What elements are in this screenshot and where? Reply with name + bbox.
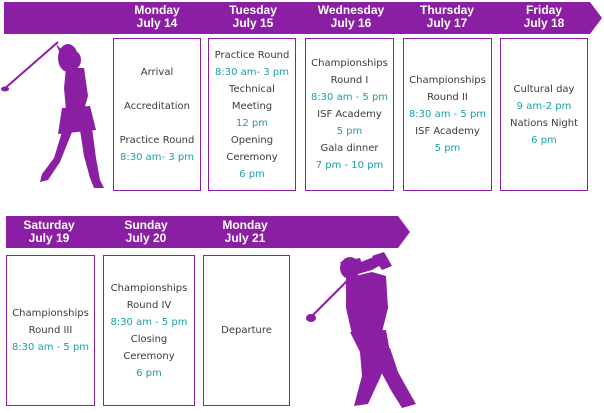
schedule-box-monday-21: Departure xyxy=(203,255,290,406)
event-time: 9 am-2 pm xyxy=(516,100,572,112)
event-title: Meeting xyxy=(231,100,273,112)
event-time: 8:30 am- 3 pm xyxy=(120,151,194,163)
day-date: July 14 xyxy=(136,16,178,30)
event-title: Nations Night xyxy=(509,117,579,129)
week2-banner xyxy=(6,216,410,248)
day-name: Monday xyxy=(222,218,268,232)
event-time: 8:30 am- 3 pm xyxy=(215,66,289,78)
day-name: Monday xyxy=(134,3,180,17)
day-header-sunday-20: Sunday July 20 xyxy=(96,219,196,245)
event-title: Championships xyxy=(409,75,486,86)
day-header-tuesday-15: Tuesday July 15 xyxy=(203,4,303,30)
day-name: Tuesday xyxy=(229,3,277,17)
day-header-wednesday-16: Wednesday July 16 xyxy=(301,4,401,30)
event-title: Arrival xyxy=(140,66,174,78)
event-title: Championships xyxy=(110,282,188,294)
event-title: ISF Academy xyxy=(317,109,382,120)
event-title: Cultural day xyxy=(513,83,575,95)
event-time: 12 pm xyxy=(236,117,268,129)
female-golfer-icon xyxy=(1,41,104,188)
event-time: 6 pm xyxy=(239,168,265,180)
day-name: Saturday xyxy=(23,218,75,232)
week1-banner xyxy=(4,2,602,34)
event-title: Round II xyxy=(427,92,468,103)
day-name: Thursday xyxy=(419,3,474,17)
day-date: July 17 xyxy=(426,16,468,30)
day-header-saturday-19: Saturday July 19 xyxy=(0,219,99,245)
day-date: July 15 xyxy=(232,16,274,30)
event-title: Opening xyxy=(230,134,274,146)
event-time: 6 pm xyxy=(531,134,557,146)
event-title: Championships xyxy=(12,308,89,319)
event-title: Technical xyxy=(229,83,275,95)
event-title: Championships xyxy=(311,58,388,69)
day-date: July 16 xyxy=(330,16,372,30)
event-time: 8:30 am - 5 pm xyxy=(408,109,487,120)
day-date: July 21 xyxy=(224,231,266,245)
event-time: 7 pm - 10 pm xyxy=(315,160,384,171)
day-name: Wednesday xyxy=(317,3,385,17)
day-name: Sunday xyxy=(124,218,168,232)
day-header-friday-18: Friday July 18 xyxy=(494,4,594,30)
day-header-monday-21: Monday July 21 xyxy=(195,219,295,245)
day-header-monday-14: Monday July 14 xyxy=(107,4,207,30)
event-title: Practice Round xyxy=(119,134,195,146)
event-time: 5 pm xyxy=(434,143,461,154)
event-title: Accreditation xyxy=(123,100,191,112)
day-date: July 18 xyxy=(523,16,565,30)
day-date: July 20 xyxy=(125,231,167,245)
event-title: Closing xyxy=(130,333,168,345)
schedule-box-friday-18: Cultural day 9 am-2 pm Nations Night 6 pm xyxy=(500,38,588,191)
event-title: ISF Academy xyxy=(415,126,480,137)
event-title: Ceremony xyxy=(123,350,175,362)
event-title: Round I xyxy=(330,75,369,86)
event-time: 8:30 am - 5 pm xyxy=(110,316,188,328)
day-name: Friday xyxy=(525,3,562,17)
day-date: July 19 xyxy=(28,231,70,245)
event-title: Practice Round xyxy=(214,49,290,61)
event-time: 8:30 am - 5 pm xyxy=(310,92,389,103)
event-time: 8:30 am - 5 pm xyxy=(11,342,90,353)
male-golfer-icon xyxy=(306,252,416,408)
event-title: Departure xyxy=(221,325,272,336)
event-title: Round III xyxy=(28,325,73,336)
event-time: 6 pm xyxy=(136,367,162,379)
event-title: Ceremony xyxy=(226,151,278,163)
event-title: Gala dinner xyxy=(320,143,379,154)
event-title: Round IV xyxy=(126,299,172,311)
day-header-thursday-17: Thursday July 17 xyxy=(397,4,497,30)
event-time: 5 pm xyxy=(336,126,363,137)
